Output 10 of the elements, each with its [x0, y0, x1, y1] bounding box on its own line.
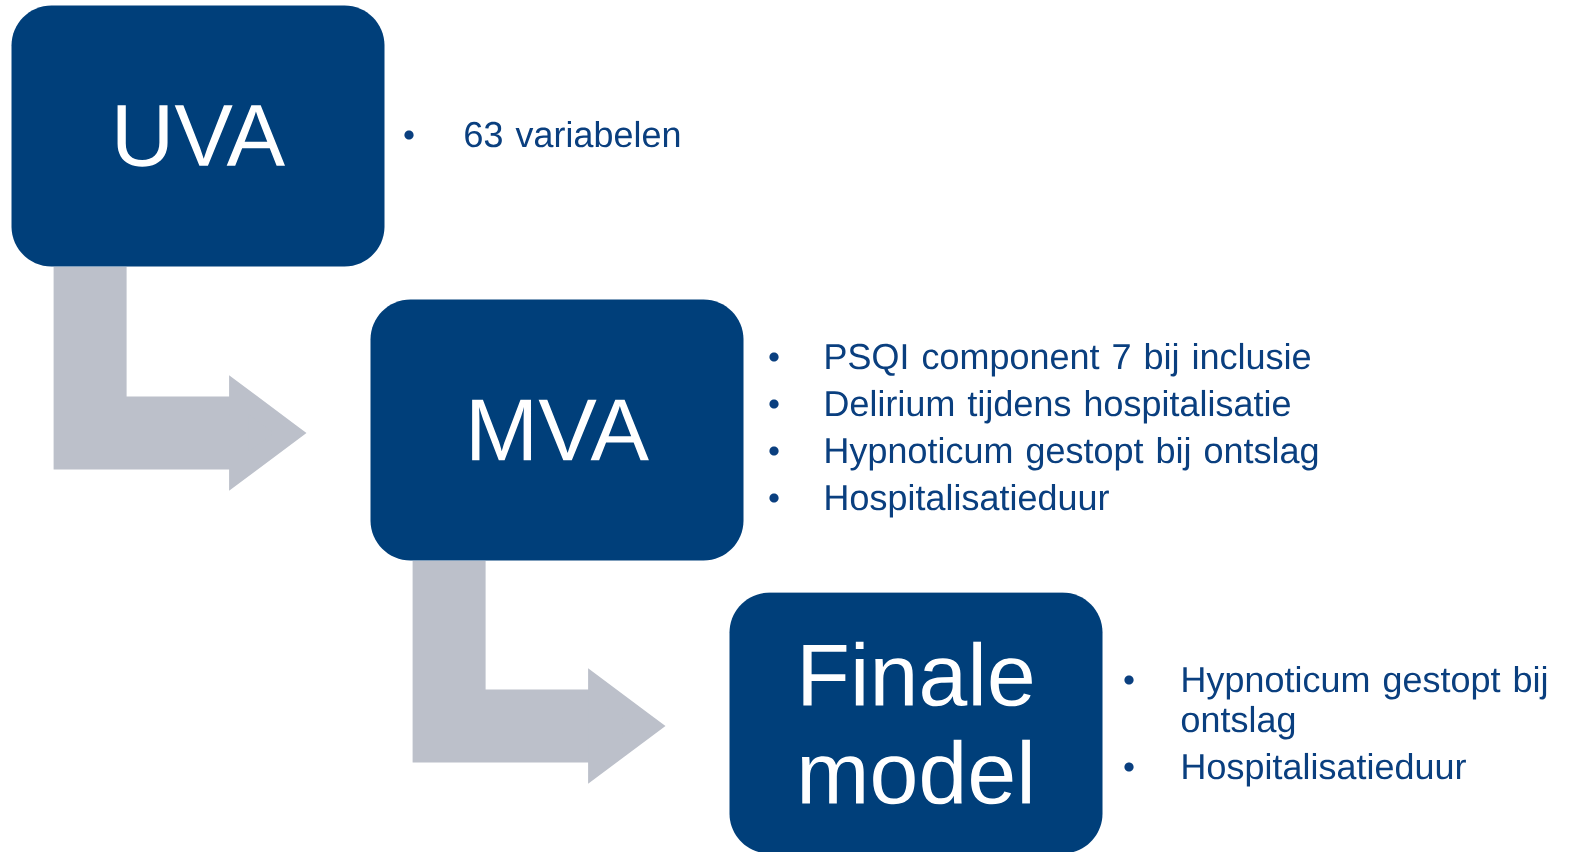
process-box: Finale model: [729, 592, 1103, 852]
list-item: PSQI component 7 bij inclusie: [826, 342, 1310, 377]
list-item: Hospitalisatieduur: [1183, 752, 1466, 787]
process-box: UVA: [11, 5, 385, 267]
process-box: MVA: [370, 299, 744, 561]
list-item: Hospitalisatieduur: [826, 483, 1109, 518]
list-item: Delirium tijdens hospitalisatie: [826, 389, 1290, 424]
list-item: Hypnoticum gestopt bij ontslag: [826, 436, 1318, 471]
list-item: Hypnoticum gestopt bij ontslag: [1181, 665, 1547, 740]
list-item: 63 variabelen: [465, 120, 680, 148]
